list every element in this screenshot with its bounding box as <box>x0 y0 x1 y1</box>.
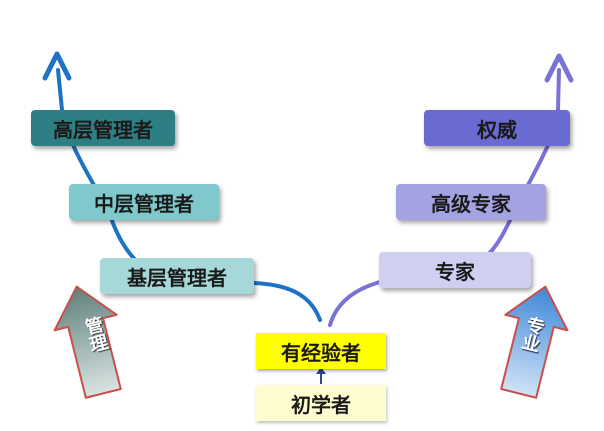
senior-expert-box: 高级专家 <box>396 184 546 220</box>
management-arrowhead-icon <box>42 51 72 81</box>
expert-box: 专家 <box>379 252 531 288</box>
specialist-block-arrow <box>500 285 569 399</box>
senior-manager-box: 高层管理者 <box>31 110 175 146</box>
specialist-arrowhead-icon <box>544 53 574 83</box>
specialist-path-curve <box>328 68 561 327</box>
connector-arrowhead-icon <box>316 367 326 374</box>
management-block-arrow <box>53 285 122 399</box>
base-manager-box: 基层管理者 <box>100 258 254 294</box>
experienced-box: 有经验者 <box>256 333 386 369</box>
middle-manager-box: 中层管理者 <box>69 184 219 220</box>
authority-box: 权威 <box>424 110 570 146</box>
beginner-box: 初学者 <box>256 385 386 421</box>
